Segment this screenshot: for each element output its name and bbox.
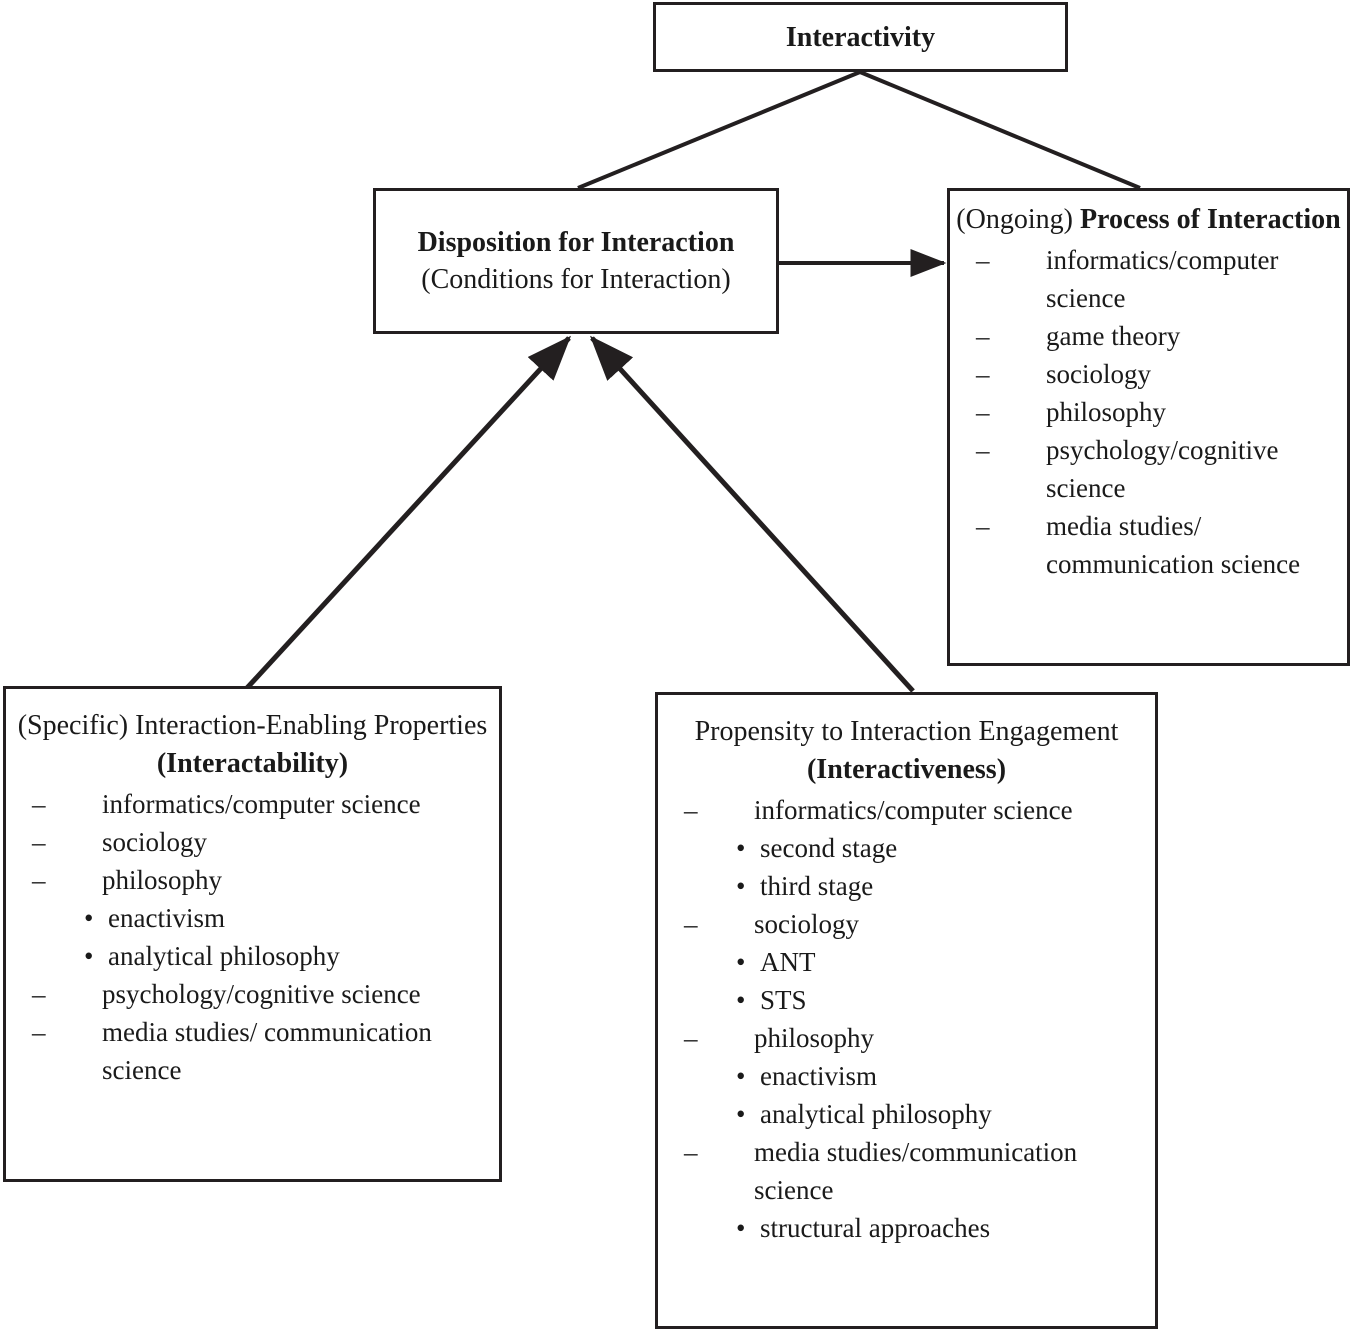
node-process-title-prefix: (Ongoing) bbox=[956, 204, 1080, 235]
bullet-marker: • bbox=[736, 871, 746, 901]
list-item: – philosophy bbox=[950, 393, 1347, 431]
node-process-title-bold: Process of Interaction bbox=[1079, 204, 1341, 235]
list-item: • analytical philosophy bbox=[658, 1095, 1155, 1133]
node-interactability-title-prefix: (Specific) Interaction-Enabling Properti… bbox=[17, 710, 488, 741]
bullet-marker: • bbox=[84, 941, 94, 971]
list-item-label: psychology/cognitive science bbox=[102, 979, 421, 1009]
bullet-marker: • bbox=[736, 1213, 746, 1243]
list-item-label: third stage bbox=[760, 871, 874, 901]
list-item-label: analytical philosophy bbox=[760, 1099, 992, 1129]
node-disposition-title-rest: (Conditions for Interaction) bbox=[421, 264, 731, 295]
list-item: – media studies/communication science bbox=[658, 1133, 1155, 1209]
edge-interactability-disposition bbox=[245, 335, 572, 690]
bullet-marker: • bbox=[736, 947, 746, 977]
dash-marker: – bbox=[684, 795, 698, 825]
list-item-label: analytical philosophy bbox=[108, 941, 340, 971]
list-item-label: sociology bbox=[102, 827, 207, 857]
edge-interactiveness-disposition bbox=[589, 335, 915, 693]
node-disposition-title: Disposition for Interaction (Conditions … bbox=[376, 224, 776, 298]
list-item: – sociology bbox=[658, 905, 1155, 943]
dash-marker: – bbox=[32, 827, 46, 857]
list-item: – game theory bbox=[950, 317, 1347, 355]
list-item: • ANT bbox=[658, 943, 1155, 981]
node-disposition-for-interaction[interactable]: Disposition for Interaction (Conditions … bbox=[373, 188, 779, 334]
dash-marker: – bbox=[976, 359, 990, 389]
dash-marker: – bbox=[976, 435, 990, 465]
node-disposition-title-bold: Disposition for Interaction bbox=[417, 227, 735, 258]
node-process-title: (Ongoing) Process of Interaction bbox=[950, 201, 1347, 239]
bullet-marker: • bbox=[736, 985, 746, 1015]
list-item-label: philosophy bbox=[754, 1023, 875, 1053]
bullet-marker: • bbox=[736, 1099, 746, 1129]
list-item-label: enactivism bbox=[108, 903, 225, 933]
node-interactiveness-title-bold: (Interactiveness) bbox=[806, 754, 1007, 785]
list-item-label: informatics/computer science bbox=[102, 789, 421, 819]
edge-interactivity-process bbox=[859, 70, 1141, 190]
list-item: – media studies/ communication science bbox=[6, 1013, 499, 1089]
node-interactiveness-list: – informatics/computer science • second … bbox=[658, 791, 1155, 1247]
dash-marker: – bbox=[976, 397, 990, 427]
list-item-label: STS bbox=[760, 985, 807, 1015]
list-item-label: philosophy bbox=[1046, 397, 1167, 427]
list-item: – informatics/computer science bbox=[6, 785, 499, 823]
list-item: • third stage bbox=[658, 867, 1155, 905]
edge-interactivity-disposition bbox=[577, 70, 861, 190]
list-item: – informatics/computer science bbox=[950, 241, 1347, 317]
dash-marker: – bbox=[32, 1017, 46, 1047]
list-item-label: informatics/computer science bbox=[1046, 245, 1279, 313]
list-item: • enactivism bbox=[658, 1057, 1155, 1095]
dash-marker: – bbox=[976, 511, 990, 541]
dash-marker: – bbox=[684, 1137, 698, 1167]
list-item-label: philosophy bbox=[102, 865, 223, 895]
list-item-label: sociology bbox=[1046, 359, 1151, 389]
list-item-label: enactivism bbox=[760, 1061, 877, 1091]
node-interactivity-title: Interactivity bbox=[785, 22, 936, 53]
list-item-label: ANT bbox=[760, 947, 816, 977]
list-item: • second stage bbox=[658, 829, 1155, 867]
node-interactiveness-title: Propensity to Interaction Engagement (In… bbox=[658, 713, 1155, 789]
list-item: – media studies/ communication science bbox=[950, 507, 1347, 583]
node-interactability[interactable]: (Specific) Interaction-Enabling Properti… bbox=[3, 686, 502, 1182]
list-item-label: game theory bbox=[1046, 321, 1181, 351]
node-interactivity[interactable]: Interactivity bbox=[653, 2, 1068, 72]
node-interactability-title: (Specific) Interaction-Enabling Properti… bbox=[6, 707, 499, 783]
node-interactability-title-bold: (Interactability) bbox=[156, 748, 349, 779]
node-interactability-list: – informatics/computer science – sociolo… bbox=[6, 785, 499, 1089]
node-process-of-interaction[interactable]: (Ongoing) Process of Interaction – infor… bbox=[947, 188, 1350, 666]
list-item: – informatics/computer science bbox=[658, 791, 1155, 829]
bullet-marker: • bbox=[84, 903, 94, 933]
dash-marker: – bbox=[684, 1023, 698, 1053]
list-item-label: structural approaches bbox=[760, 1213, 991, 1243]
list-item: – philosophy bbox=[6, 861, 499, 899]
list-item-label: media studies/ communication science bbox=[102, 1017, 432, 1085]
list-item-label: psychology/cognitive science bbox=[1046, 435, 1279, 503]
list-item-label: second stage bbox=[760, 833, 898, 863]
list-item-label: sociology bbox=[754, 909, 859, 939]
list-item: • analytical philosophy bbox=[6, 937, 499, 975]
list-item: – psychology/cognitive science bbox=[6, 975, 499, 1013]
dash-marker: – bbox=[976, 321, 990, 351]
bullet-marker: • bbox=[736, 1061, 746, 1091]
dash-marker: – bbox=[976, 245, 990, 275]
list-item: – sociology bbox=[6, 823, 499, 861]
list-item: • enactivism bbox=[6, 899, 499, 937]
bullet-marker: • bbox=[736, 833, 746, 863]
dash-marker: – bbox=[32, 979, 46, 1009]
list-item-label: media studies/communication science bbox=[754, 1137, 1078, 1205]
list-item: – sociology bbox=[950, 355, 1347, 393]
list-item: • STS bbox=[658, 981, 1155, 1019]
node-interactiveness[interactable]: Propensity to Interaction Engagement (In… bbox=[655, 692, 1158, 1329]
list-item: – philosophy bbox=[658, 1019, 1155, 1057]
node-interactiveness-title-prefix: Propensity to Interaction Engagement bbox=[694, 716, 1119, 747]
list-item-label: informatics/computer science bbox=[754, 795, 1073, 825]
dash-marker: – bbox=[32, 865, 46, 895]
dash-marker: – bbox=[684, 909, 698, 939]
node-process-list: – informatics/computer science – game th… bbox=[950, 241, 1347, 583]
list-item-label: media studies/ communication science bbox=[1046, 511, 1301, 579]
list-item: – psychology/cognitive science bbox=[950, 431, 1347, 507]
list-item: • structural approaches bbox=[658, 1209, 1155, 1247]
dash-marker: – bbox=[32, 789, 46, 819]
